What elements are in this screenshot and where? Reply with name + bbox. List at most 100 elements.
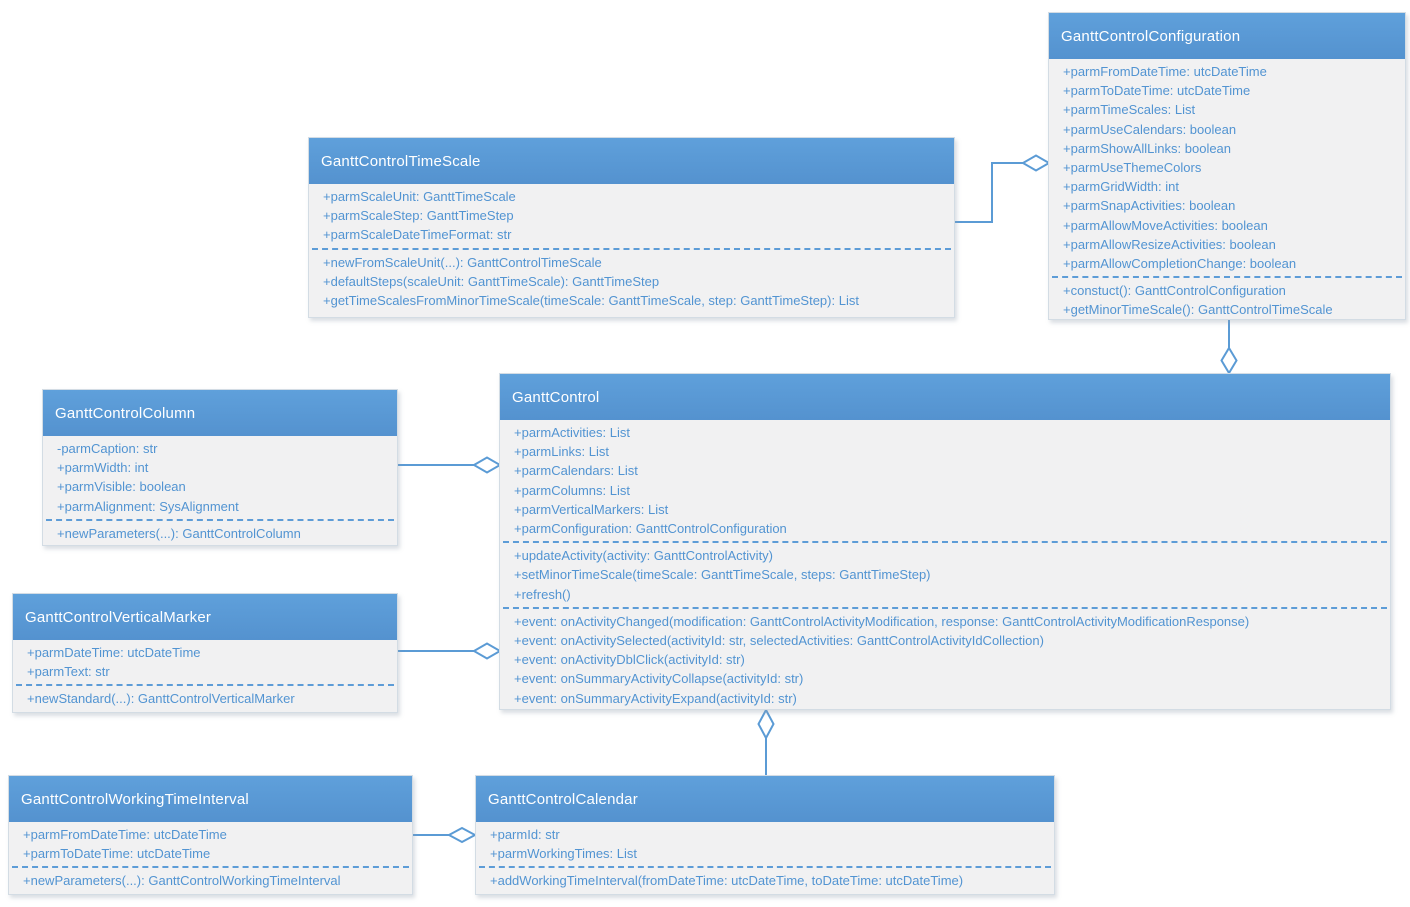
class-title-bar: GanttControlTimeScale bbox=[309, 138, 954, 184]
class-member: +updateActivity(activity: GanttControlAc… bbox=[514, 548, 774, 564]
methods-section: +newStandard(...): GanttControlVerticalM… bbox=[13, 689, 397, 708]
section-divider bbox=[46, 518, 394, 521]
class-body: +parmActivities: List +parmLinks: List +pa… bbox=[500, 420, 1390, 709]
class-name: GanttControlCalendar bbox=[488, 790, 638, 808]
class-member: +event: onSummaryActivityExpand(activity… bbox=[514, 690, 797, 706]
class-member: +event: onActivitySelected(activityId: s… bbox=[514, 633, 1044, 649]
class-member: +newParameters(...): GanttControlWorking… bbox=[23, 873, 341, 889]
class-member: +newFromScaleUnit(...): GanttControlTime… bbox=[323, 254, 602, 270]
class-title-bar: GanttControl bbox=[500, 374, 1390, 420]
class-title-bar: GanttControlCalendar bbox=[476, 776, 1054, 822]
class-member: +parmAllowMoveActivities: boolean bbox=[1063, 217, 1268, 233]
class-body: +parmFromDateTime: utcDateTime +parmToDat… bbox=[9, 822, 412, 894]
class-name: GanttControlVerticalMarker bbox=[25, 608, 212, 626]
class-member: +constuct(): GanttControlConfiguration bbox=[1063, 283, 1286, 299]
class-title-bar: GanttControlWorkingTimeInterval bbox=[9, 776, 412, 822]
class-member: +newStandard(...): GanttControlVerticalM… bbox=[27, 691, 295, 707]
class-member: +getMinorTimeScale(): GanttControlTimeSc… bbox=[1063, 302, 1333, 318]
class-name: GanttControlColumn bbox=[55, 404, 196, 422]
class-member: +parmWidth: int bbox=[57, 460, 149, 476]
aggregation-connector-verticalmarker-to-ganttcontrol bbox=[398, 642, 503, 660]
class-member: -parmCaption: str bbox=[57, 441, 158, 456]
class-member: +event: onSummaryActivityCollapse(activi… bbox=[514, 671, 804, 687]
class-box-ganttcontrolconfiguration: GanttControlConfiguration +parmFromDateT… bbox=[1048, 12, 1406, 320]
class-box-ganttcontroltimescale: GanttControlTimeScale +parmScaleUnit: Ga… bbox=[308, 137, 955, 318]
class-body: +parmDateTime: utcDateTime +parmText: str… bbox=[13, 640, 397, 712]
aggregation-diamond-icon bbox=[471, 456, 503, 474]
class-member: +event: onActivityChanged(modification: … bbox=[514, 613, 1250, 629]
methods-section: +updateActivity(activity: GanttControlAc… bbox=[500, 546, 1390, 604]
section-divider bbox=[12, 866, 409, 869]
class-member: +parmScaleDateTimeFormat: str bbox=[323, 227, 512, 243]
aggregation-diamond-icon bbox=[757, 707, 775, 741]
class-body: -parmCaption: str +parmWidth: int +parmVis… bbox=[43, 436, 397, 545]
class-member: +parmToDateTime: utcDateTime bbox=[23, 846, 211, 862]
class-body: +parmFromDateTime: utcDateTime+parmToDat… bbox=[1049, 59, 1405, 319]
class-member: +parmSnapActivities: boolean bbox=[1063, 198, 1236, 214]
class-member: +parmLinks: List bbox=[514, 444, 610, 460]
section-divider bbox=[503, 606, 1387, 609]
class-member: +parmGridWidth: int bbox=[1063, 179, 1179, 195]
class-box-ganttcontrolcalendar: GanttControlCalendar +parmId: str +parmWo… bbox=[475, 775, 1055, 895]
class-member: +parmUseCalendars: boolean bbox=[1063, 121, 1237, 137]
aggregation-diamond-icon bbox=[1220, 346, 1238, 375]
section-divider bbox=[479, 866, 1051, 869]
class-member: +parmShowAllLinks: boolean bbox=[1063, 140, 1232, 156]
aggregation-connector-configuration-to-ganttcontrol bbox=[1220, 320, 1238, 375]
methods-section: +constuct(): GanttControlConfiguration +g… bbox=[1049, 281, 1405, 319]
class-member: +event: onActivityDblClick(activityId: s… bbox=[514, 652, 745, 668]
class-member: +parmUseThemeColors bbox=[1063, 160, 1202, 176]
class-member: +parmAlignment: SysAlignment bbox=[57, 498, 239, 514]
class-member: +parmFromDateTime: utcDateTime bbox=[23, 827, 227, 842]
aggregation-connector-column-to-ganttcontrol bbox=[398, 456, 503, 474]
attributes-section: -parmCaption: str +parmWidth: int +parmVis… bbox=[43, 439, 397, 516]
class-member: +parmId: str bbox=[490, 827, 560, 842]
aggregation-connector-workingtimeinterval-to-calendar bbox=[413, 826, 478, 844]
class-box-ganttcontrol: GanttControl +parmActivities: List +parmL… bbox=[499, 373, 1391, 710]
methods-section: +newFromScaleUnit(...): GanttControlTime… bbox=[309, 253, 954, 311]
section-divider bbox=[312, 247, 951, 250]
class-member: +parmWorkingTimes: List bbox=[490, 846, 638, 862]
attributes-section: +parmId: str +parmWorkingTimes: List bbox=[476, 825, 1054, 863]
events-section: +event: onActivityChanged(modification: … bbox=[500, 612, 1390, 708]
class-body: +parmScaleUnit: GanttTimeScale +parmScale… bbox=[309, 184, 954, 317]
methods-section: +addWorkingTimeInterval(fromDateTime: ut… bbox=[476, 871, 1054, 890]
aggregation-connector-calendar-to-ganttcontrol bbox=[757, 707, 775, 776]
class-member: +parmVisible: boolean bbox=[57, 479, 186, 495]
class-member: +parmDateTime: utcDateTime bbox=[27, 645, 201, 660]
aggregation-connector-timescale-to-configuration bbox=[955, 154, 1052, 223]
methods-section: +newParameters(...): GanttControlColumn bbox=[43, 524, 397, 543]
class-member: +parmConfiguration: GanttControlConfigur… bbox=[514, 521, 787, 537]
class-name: GanttControlWorkingTimeInterval bbox=[21, 790, 249, 808]
class-member: +getTimeScalesFromMinorTimeScale(timeSca… bbox=[323, 293, 859, 309]
class-member: +defaultSteps(scaleUnit: GanttTimeScale)… bbox=[323, 273, 660, 289]
class-member: +parmTimeScales: List bbox=[1063, 102, 1196, 118]
class-box-ganttcontrolverticalmarker: GanttControlVerticalMarker +parmDateTime… bbox=[12, 593, 398, 713]
class-member: +parmColumns: List bbox=[514, 482, 630, 498]
section-divider bbox=[503, 541, 1387, 544]
section-divider bbox=[16, 684, 394, 687]
class-member: +parmCalendars: List bbox=[514, 463, 638, 479]
aggregation-diamond-icon bbox=[446, 826, 478, 844]
attributes-section: +parmDateTime: utcDateTime +parmText: str bbox=[13, 643, 397, 681]
class-box-ganttcontrolcolumn: GanttControlColumn -parmCaption: str +par… bbox=[42, 389, 398, 546]
aggregation-diamond-icon bbox=[471, 642, 503, 660]
attributes-section: +parmScaleUnit: GanttTimeScale +parmScale… bbox=[309, 187, 954, 245]
aggregation-diamond-icon bbox=[1020, 154, 1052, 172]
class-member: +parmToDateTime: utcDateTime bbox=[1063, 83, 1251, 99]
class-member: +setMinorTimeScale(timeScale: GanttTimeS… bbox=[514, 567, 931, 583]
class-member: +parmActivities: List bbox=[514, 425, 630, 440]
section-divider bbox=[1052, 276, 1402, 279]
class-member: +parmText: str bbox=[27, 664, 110, 680]
class-member: +parmScaleUnit: GanttTimeScale bbox=[323, 189, 516, 204]
class-member: +parmScaleStep: GanttTimeStep bbox=[323, 208, 514, 224]
attributes-section: +parmFromDateTime: utcDateTime+parmToDat… bbox=[1049, 62, 1405, 273]
class-member: +parmVerticalMarkers: List bbox=[514, 501, 669, 517]
class-box-ganttcontrolworkingtimeinterval: GanttControlWorkingTimeInterval +parmFro… bbox=[8, 775, 413, 895]
class-name: GanttControl bbox=[512, 388, 600, 406]
class-title-bar: GanttControlConfiguration bbox=[1049, 13, 1405, 59]
class-member: +refresh() bbox=[514, 586, 571, 602]
attributes-section: +parmFromDateTime: utcDateTime +parmToDat… bbox=[9, 825, 412, 863]
